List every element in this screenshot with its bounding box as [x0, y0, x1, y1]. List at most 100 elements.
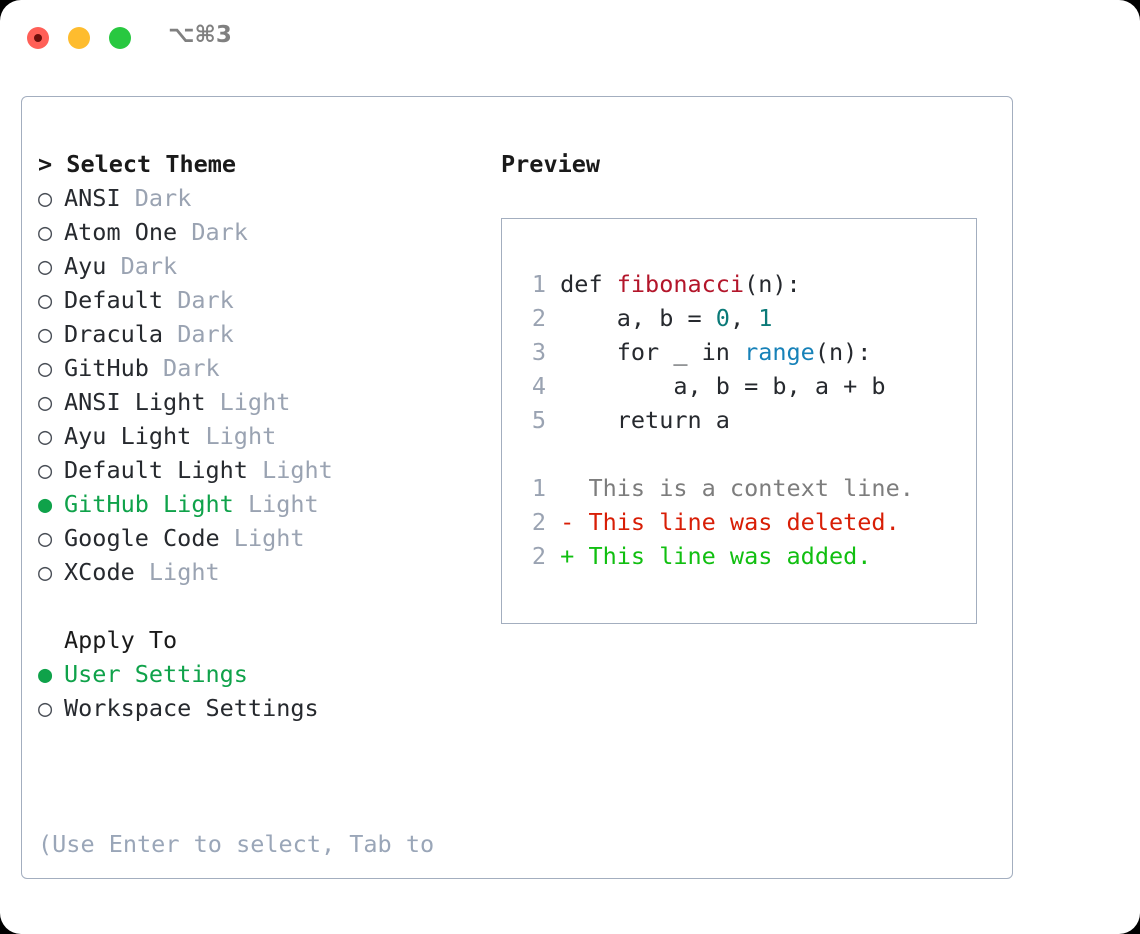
code-token-builtin: range — [744, 338, 815, 366]
theme-option-github[interactable]: ○ GitHub Dark — [38, 351, 498, 385]
preview-header: Preview — [501, 150, 601, 178]
theme-name: Google Code — [64, 524, 220, 552]
theme-name: Atom One — [64, 218, 178, 246]
diff-line-content: + This line was added. — [560, 542, 871, 570]
minimize-button[interactable] — [68, 27, 90, 49]
theme-name: Ayu — [64, 252, 107, 280]
select-theme-header: > Select Theme — [38, 150, 237, 178]
theme-option-github-light[interactable]: ● GitHub Light Light — [38, 487, 498, 521]
theme-option-google-code[interactable]: ○ Google Code Light — [38, 521, 498, 555]
hint-line-2: change focus) — [38, 929, 458, 934]
code-line-number: 1 — [531, 270, 546, 298]
apply-to-option-user-settings[interactable]: ● User Settings — [38, 657, 498, 691]
code-line-number: 4 — [531, 372, 546, 400]
code-token-plain: , — [729, 304, 759, 332]
radio-selected-icon: ● — [38, 490, 53, 518]
theme-option-xcode[interactable]: ○ XCode Light — [38, 555, 498, 589]
theme-selection-column: > Select Theme ○ANSI Dark○Atom One Dark○… — [38, 147, 498, 934]
diff-text: This line was deleted. — [588, 508, 900, 536]
diff-line-number: 2 — [531, 542, 546, 570]
theme-variant-tag: Dark — [163, 354, 220, 382]
keyboard-hint: (Use Enter to select, Tab to change focu… — [38, 759, 458, 934]
theme-variant-tag: Dark — [177, 286, 234, 314]
radio-unselected-icon: ○ — [38, 388, 53, 416]
code-token-plain: for _ in — [560, 338, 745, 366]
radio-unselected-icon: ○ — [38, 524, 53, 552]
diff-marker — [560, 474, 588, 502]
diff-line-number: 1 — [531, 474, 546, 502]
theme-name: ANSI Light — [64, 388, 206, 416]
code-token-func: fibonacci — [616, 270, 745, 298]
theme-name: Default Light — [64, 456, 248, 484]
radio-unselected-icon: ○ — [38, 252, 53, 280]
theme-option-default[interactable]: ○ Default Dark — [38, 283, 498, 317]
theme-name: Dracula — [64, 320, 164, 348]
diff-line-number: 2 — [531, 508, 546, 536]
radio-unselected-icon: ○ — [38, 320, 53, 348]
theme-variant-tag: Dark — [191, 218, 248, 246]
theme-variant-tag: Light — [247, 490, 319, 518]
preview-column: Preview 1 def fibonacci(n):2 a, b = 0, 1… — [501, 147, 1001, 624]
theme-option-ansi[interactable]: ○ANSI Dark — [38, 181, 498, 215]
code-token-num: 0 — [715, 304, 730, 332]
main-panel: > Select Theme ○ANSI Dark○Atom One Dark○… — [21, 96, 1013, 934]
apply-to-option-workspace-settings[interactable]: ○Workspace Settings — [38, 691, 498, 725]
theme-name: GitHub Light — [64, 490, 234, 518]
diff-line-content: This is a context line. — [560, 474, 914, 502]
hint-line-1: (Use Enter to select, Tab to — [38, 830, 435, 858]
theme-option-ansi-light[interactable]: ○ ANSI Light Light — [38, 385, 498, 419]
code-token-plain: a, b = b, a + b — [560, 372, 886, 400]
code-token-plain: (n): — [744, 270, 801, 298]
radio-unselected-icon: ○ — [38, 286, 53, 314]
diff-marker: - — [560, 508, 589, 536]
code-line-number: 3 — [531, 338, 546, 366]
radio-unselected-icon: ○ — [38, 558, 53, 586]
theme-variant-tag: Dark — [177, 320, 234, 348]
theme-option-ayu[interactable]: ○ Ayu Dark — [38, 249, 498, 283]
theme-option-default-light[interactable]: ○ Default Light Light — [38, 453, 498, 487]
diff-line-add: 2 + This line was added. — [520, 539, 976, 573]
zoom-button[interactable] — [109, 27, 131, 49]
apply-to-label: User Settings — [64, 660, 248, 688]
theme-variant-tag: Light — [262, 456, 333, 484]
radio-unselected-icon: ○ — [38, 184, 53, 212]
theme-option-atom-one[interactable]: ○ Atom One Dark — [38, 215, 498, 249]
diff-line-content: - This line was deleted. — [560, 508, 900, 536]
radio-unselected-icon: ○ — [38, 456, 53, 484]
diff-line-ctx: 1 This is a context line. — [520, 471, 976, 505]
code-line: 1 def fibonacci(n): — [520, 267, 976, 301]
code-line: 4 a, b = b, a + b — [520, 369, 976, 403]
apply-to-list[interactable]: ● User Settings ○Workspace Settings — [38, 657, 498, 725]
diff-line-del: 2 - This line was deleted. — [520, 505, 976, 539]
theme-name: GitHub — [64, 354, 149, 382]
radio-unselected-icon: ○ — [38, 218, 53, 246]
radio-selected-icon: ● — [38, 660, 53, 688]
close-button[interactable] — [27, 27, 49, 49]
theme-variant-tag: Light — [219, 388, 291, 416]
theme-option-ayu-light[interactable]: ○Ayu Light Light — [38, 419, 498, 453]
title-bar: ⌥⌘3 — [0, 0, 1140, 78]
theme-option-dracula[interactable]: ○ Dracula Dark — [38, 317, 498, 351]
theme-variant-tag: Light — [233, 524, 305, 552]
code-token-plain: a, b = — [560, 304, 716, 332]
diff-text: This is a context line. — [588, 474, 914, 502]
apply-to-header: Apply To — [64, 626, 178, 654]
theme-variant-tag: Dark — [120, 252, 178, 280]
theme-variant-tag: Light — [205, 422, 277, 450]
diff-sample: 1 This is a context line.2 - This line w… — [520, 471, 976, 573]
theme-list[interactable]: ○ANSI Dark○Atom One Dark○Ayu Dark○Defaul… — [38, 181, 498, 589]
code-line: 3 for _ in range(n): — [520, 335, 976, 369]
theme-name: Ayu Light — [64, 422, 192, 450]
code-line: 2 a, b = 0, 1 — [520, 301, 976, 335]
code-token-num: 1 — [758, 304, 773, 332]
theme-name: XCode — [64, 558, 135, 586]
code-line-number: 5 — [531, 406, 546, 434]
radio-unselected-icon: ○ — [38, 354, 53, 382]
theme-name: Default — [64, 286, 164, 314]
theme-variant-tag: Light — [148, 558, 220, 586]
code-token-plain: return a — [560, 406, 730, 434]
code-token-plain: def — [560, 270, 617, 298]
